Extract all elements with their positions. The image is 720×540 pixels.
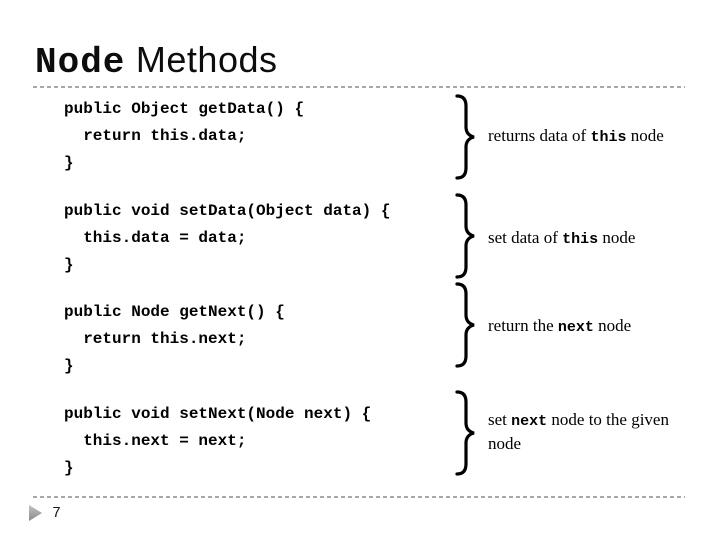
code-snippet-setnext: public void setNext(Node next) { this.ne…: [64, 401, 371, 482]
code-line: }: [64, 256, 74, 274]
title-dashed-divider: [33, 86, 685, 88]
code-snippet-setdata: public void setData(Object data) { this.…: [64, 198, 390, 279]
code-line: public Node getNext() {: [64, 303, 285, 321]
code-line: public void setNext(Node next) {: [64, 405, 372, 423]
code-line: this.data = data;: [64, 229, 247, 247]
page-number: 7: [52, 505, 62, 522]
code-line: public Object getData() {: [64, 100, 305, 118]
code-line: public void setData(Object data) {: [64, 202, 391, 220]
page-title: Node Methods: [35, 38, 278, 85]
annotation-setdata: set data of this node: [488, 228, 636, 248]
code-line: }: [64, 154, 74, 172]
curly-brace-icon: [455, 390, 475, 476]
annotation-getnext: return the next node: [488, 316, 632, 336]
code-line: this.next = next;: [64, 432, 247, 450]
code-snippet-getnext: public Node getNext() { return this.next…: [64, 299, 285, 380]
curly-brace-icon: [455, 282, 475, 368]
curly-brace-icon: [455, 94, 475, 180]
annotation-getdata: returns data of this node: [488, 126, 664, 146]
code-line: }: [64, 357, 74, 375]
code-line: }: [64, 459, 74, 477]
title-code-word: Node: [35, 42, 126, 83]
curly-brace-icon: [455, 193, 475, 279]
slide-bullet-arrow-icon: [29, 505, 42, 521]
footer-dashed-divider: [33, 496, 685, 498]
code-snippet-getdata: public Object getData() { return this.da…: [64, 96, 304, 177]
code-line: return this.data;: [64, 127, 247, 145]
code-line: return this.next;: [64, 330, 247, 348]
title-plain-word: Methods: [125, 39, 278, 80]
